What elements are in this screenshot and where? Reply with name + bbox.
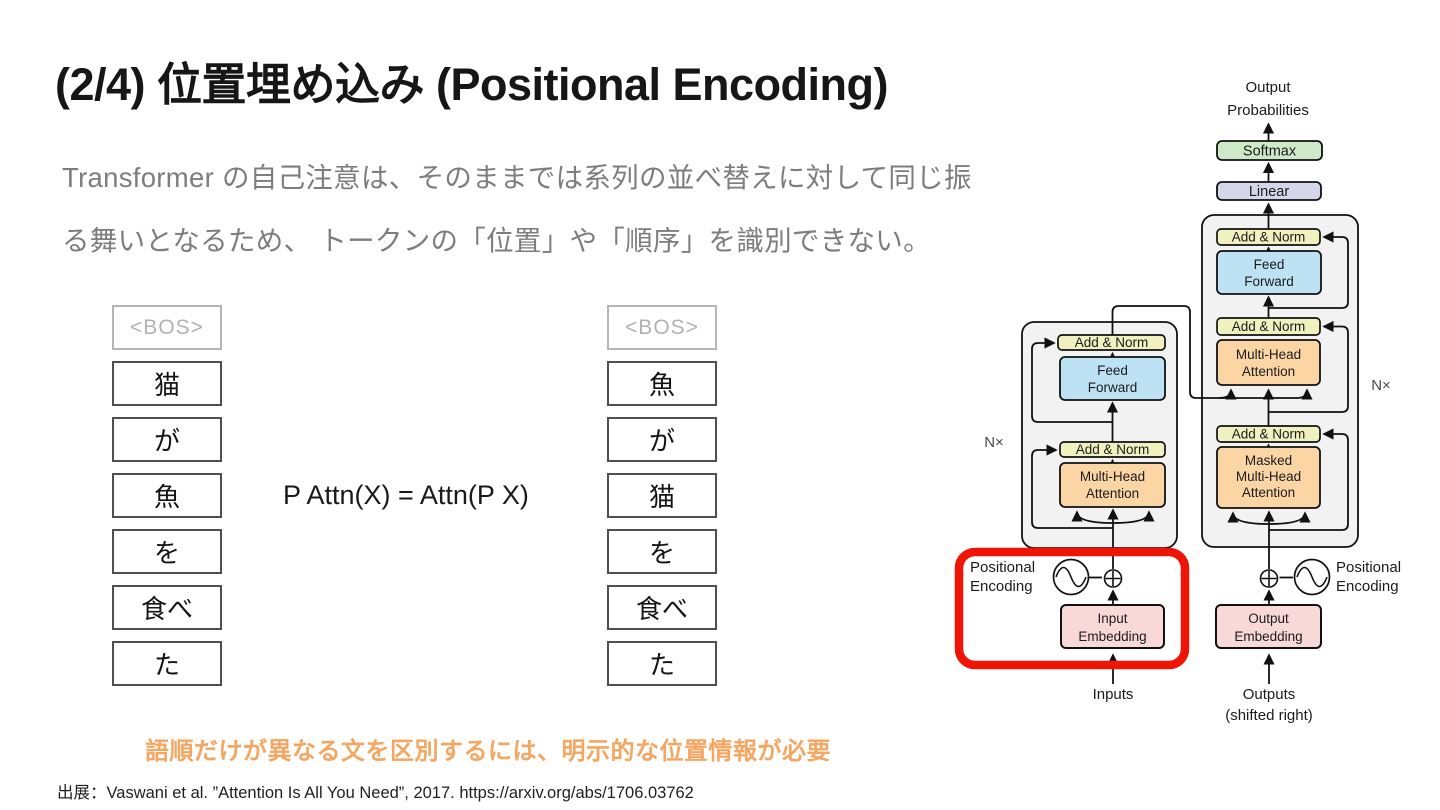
encoder-feed-forward-box — [1059, 356, 1166, 401]
token-box: 魚 — [112, 473, 222, 518]
token-column-original: <BOS> 猫 が 魚 を 食べ た — [112, 305, 222, 686]
token-box: が — [112, 417, 222, 462]
positional-encoding-label: Positional — [970, 559, 1035, 576]
inputs-label: Inputs — [1093, 686, 1134, 703]
positional-encoding-highlight-box — [954, 547, 1190, 670]
transformer-architecture-diagram: Softmax Linear Output Probabilities Add … — [954, 79, 1401, 724]
encoder-add-norm-box — [1057, 334, 1166, 351]
input-embedding-label: Embedding — [1078, 629, 1146, 644]
softmax-box — [1216, 140, 1323, 161]
connection-arrows — [1031, 122, 1349, 684]
body-line-1: Transformer の自己注意は、そのままでは系列の並べ替えに対して同じ振 — [62, 162, 972, 193]
token-box: た — [607, 641, 717, 686]
token-box: 食べ — [607, 585, 717, 630]
token-box: 猫 — [607, 473, 717, 518]
decoder-add-norm-box — [1216, 317, 1321, 336]
softmax-label: Softmax — [1243, 144, 1297, 160]
add-norm-label: Add & Norm — [1232, 319, 1306, 334]
multi-head-attention-label: Multi-Head — [1236, 347, 1301, 362]
token-column-permuted: <BOS> 魚 が 猫 を 食べ た — [607, 305, 717, 686]
outputs-label: Outputs — [1243, 686, 1296, 703]
linear-box — [1216, 181, 1322, 201]
positional-encoding-label: Positional — [1336, 559, 1401, 576]
decoder-add-norm-box — [1216, 425, 1321, 443]
token-box: た — [112, 641, 222, 686]
output-probabilities-label: Output — [1245, 79, 1291, 96]
body-text: Transformer の自己注意は、そのままでは系列の並べ替えに対して同じ振 … — [62, 146, 972, 272]
masked-multi-head-attention-label: Multi-Head — [1236, 469, 1301, 484]
masked-multi-head-attention-box — [1216, 446, 1321, 509]
token-box: が — [607, 417, 717, 462]
input-embedding-label: Input — [1097, 611, 1127, 626]
positional-encoding-sine-icon — [1293, 558, 1331, 596]
token-box: 猫 — [112, 361, 222, 406]
token-box: を — [112, 529, 222, 574]
input-embedding-box — [1060, 604, 1165, 649]
plus-circle-icon — [1259, 569, 1279, 588]
n-times-label-encoder: N× — [984, 434, 1004, 451]
multi-head-attention-label: Attention — [1242, 364, 1295, 379]
token-box: 魚 — [607, 361, 717, 406]
plus-circle-icon — [1103, 569, 1123, 588]
feed-forward-label: Forward — [1244, 274, 1294, 289]
add-norm-label: Add & Norm — [1076, 442, 1150, 457]
add-norm-label: Add & Norm — [1075, 335, 1149, 350]
output-embedding-box — [1215, 604, 1322, 649]
add-norm-label: Add & Norm — [1232, 427, 1306, 442]
encoder-add-norm-box — [1059, 441, 1166, 458]
multi-head-attention-label: Multi-Head — [1080, 469, 1145, 484]
output-embedding-label: Embedding — [1234, 629, 1302, 644]
body-line-2: る舞いとなるため、 トークンの「位置」や「順序」を識別できない。 — [62, 225, 931, 256]
feed-forward-label: Forward — [1088, 380, 1138, 395]
feed-forward-label: Feed — [1254, 257, 1285, 272]
output-embedding-label: Output — [1248, 611, 1289, 626]
outputs-label: (shifted right) — [1225, 707, 1313, 724]
add-norm-label: Add & Norm — [1232, 230, 1306, 245]
decoder-add-norm-box — [1216, 228, 1321, 246]
positional-encoding-sine-icon — [1052, 558, 1090, 596]
multi-head-attention-label: Attention — [1086, 486, 1139, 501]
encoder-block — [1021, 321, 1178, 549]
decoder-multi-head-attention-box — [1216, 339, 1321, 386]
citation: 出展：Vaswani et al. ”Attention Is All You … — [57, 784, 694, 802]
highlight-message: 語順だけが異なる文を区別するには、明示的な位置情報が必要 — [145, 738, 831, 765]
masked-multi-head-attention-label: Masked — [1245, 453, 1292, 468]
token-box-bos: <BOS> — [112, 305, 222, 350]
token-box-bos: <BOS> — [607, 305, 717, 350]
feed-forward-label: Feed — [1097, 363, 1128, 378]
permutation-formula: P Attn(X) = Attn(P X) — [283, 480, 529, 510]
page-title: (2/4) 位置埋め込み (Positional Encoding) — [55, 59, 889, 110]
n-times-label-decoder: N× — [1371, 377, 1391, 394]
token-box: 食べ — [112, 585, 222, 630]
encoder-multi-head-attention-box — [1059, 462, 1166, 508]
masked-multi-head-attention-label: Attention — [1242, 485, 1295, 500]
decoder-feed-forward-box — [1216, 250, 1322, 295]
output-probabilities-label: Probabilities — [1227, 102, 1309, 119]
token-box: を — [607, 529, 717, 574]
positional-encoding-label: Encoding — [1336, 578, 1399, 595]
positional-encoding-label: Encoding — [970, 578, 1033, 595]
linear-label: Linear — [1249, 184, 1289, 200]
